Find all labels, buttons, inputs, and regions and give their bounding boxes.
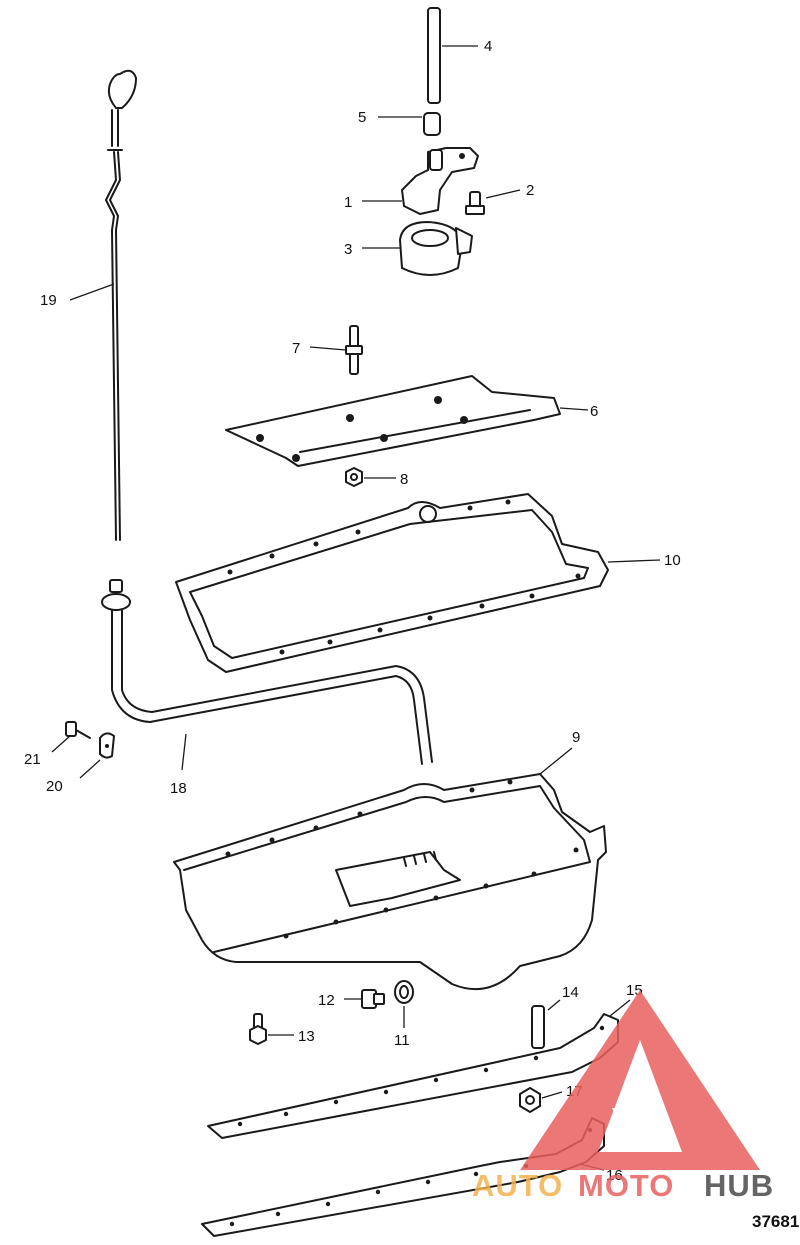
callout-8: 8 bbox=[400, 471, 408, 488]
part-20-clip bbox=[79, 732, 115, 779]
callout-3: 3 bbox=[344, 241, 352, 258]
watermark-text-moto: MOTO bbox=[578, 1168, 674, 1203]
part-9-oil-pan bbox=[173, 747, 607, 991]
part-13-bolt bbox=[249, 1013, 294, 1045]
rail-upper-holes bbox=[237, 1025, 605, 1127]
part-19-dipstick bbox=[69, 69, 137, 541]
watermark-triangle bbox=[520, 990, 760, 1170]
diagram-reference-number: 37681 bbox=[752, 1212, 799, 1231]
callout-18: 18 bbox=[170, 780, 187, 797]
part-1-oil-pump bbox=[362, 147, 479, 215]
part-6-windage-tray bbox=[225, 375, 589, 467]
callout-5: 5 bbox=[358, 109, 366, 126]
callout-19: 19 bbox=[40, 292, 57, 309]
callout-12: 12 bbox=[318, 992, 335, 1009]
callout-4: 4 bbox=[484, 38, 492, 55]
part-2-bolt bbox=[465, 189, 521, 215]
part-7-stud bbox=[309, 325, 363, 375]
part-5-spacer bbox=[378, 112, 441, 136]
part-11-washer bbox=[394, 980, 414, 1028]
callout-10: 10 bbox=[664, 552, 681, 569]
callout-14: 14 bbox=[562, 984, 579, 1001]
callout-16: 16 bbox=[606, 1167, 623, 1184]
callout-1: 1 bbox=[344, 194, 352, 211]
part-18-dipstick-tube bbox=[101, 579, 433, 771]
callout-13: 13 bbox=[298, 1028, 315, 1045]
callout-9: 9 bbox=[572, 729, 580, 746]
callout-7: 7 bbox=[292, 340, 300, 357]
callout-20: 20 bbox=[46, 778, 63, 795]
part-10-pan-gasket bbox=[175, 493, 661, 673]
callout-21: 21 bbox=[24, 751, 41, 768]
watermark-text-auto: AUTO bbox=[472, 1168, 563, 1203]
part-21-bolt bbox=[51, 721, 91, 753]
part-8-nut bbox=[345, 467, 396, 487]
pan-bolt-holes bbox=[225, 779, 579, 939]
part-4-pickup-rod bbox=[427, 7, 478, 104]
watermark-text-hub: HUB bbox=[704, 1168, 774, 1203]
part-3-pickup-screen bbox=[362, 221, 473, 276]
callout-6: 6 bbox=[590, 403, 598, 420]
gasket-bolt-holes bbox=[227, 499, 581, 655]
part-12-drain-plug bbox=[344, 989, 385, 1009]
callout-2: 2 bbox=[526, 182, 534, 199]
part-14-stud bbox=[531, 999, 561, 1049]
watermark-logo: AUTO MOTO HUB bbox=[472, 990, 774, 1203]
part-17-nut bbox=[519, 1087, 563, 1113]
callout-11: 11 bbox=[394, 1032, 410, 1049]
